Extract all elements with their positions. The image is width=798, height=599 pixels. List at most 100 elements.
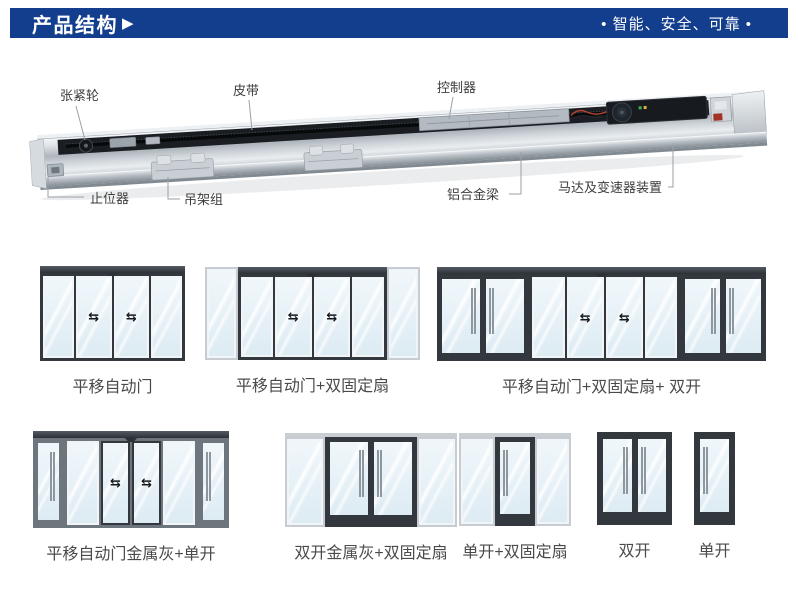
fixed-panel bbox=[461, 439, 493, 524]
wiring-dark bbox=[572, 114, 603, 119]
door-top-rail bbox=[437, 267, 766, 274]
door-handle bbox=[703, 447, 705, 494]
door-diagram-double-swing: 双开 bbox=[597, 432, 672, 560]
door-section bbox=[324, 437, 418, 527]
door-top-rail bbox=[40, 266, 185, 273]
swing-leaf bbox=[601, 437, 634, 517]
door-panel-row bbox=[494, 437, 536, 526]
door-body: ⇆⇆ bbox=[205, 267, 420, 360]
door-graphic: ⇆⇆ bbox=[205, 267, 420, 360]
fixed-panel bbox=[163, 441, 195, 525]
door-section bbox=[33, 438, 65, 528]
slide-direction-icon: ⇆ bbox=[618, 310, 630, 326]
door-diagram-label: 双开 bbox=[618, 543, 651, 560]
glass-pane bbox=[45, 278, 72, 356]
title-arrow-icon: ▶ bbox=[122, 14, 134, 32]
fixed-panel bbox=[388, 269, 418, 358]
header-tagline: • 智能、安全、可靠 • bbox=[601, 15, 752, 33]
door-diagram-sliding-gray-single-swing: ⇆⇆ 平移自动门金属灰+单开 bbox=[33, 431, 229, 563]
wiring bbox=[570, 109, 609, 116]
swing-leaf bbox=[724, 277, 764, 358]
door-section bbox=[459, 437, 495, 526]
glass-pane bbox=[354, 279, 382, 355]
door-handle bbox=[502, 450, 505, 497]
door-diagram-double-swing-gray-fixed: 双开金属灰+双固定扇 bbox=[285, 433, 458, 562]
door-panel-row bbox=[679, 274, 766, 361]
motor-led-green bbox=[638, 106, 642, 110]
door-diagram-label: 单开 bbox=[698, 543, 731, 560]
sliding-leaf: ⇆ bbox=[605, 277, 643, 358]
door-diagram-label: 双开金属灰+双固定扇 bbox=[294, 545, 448, 562]
leader-lines bbox=[47, 96, 674, 200]
stopper-inner bbox=[51, 166, 60, 174]
door-diagram-label: 平移自动门+双固定扇 bbox=[235, 378, 390, 395]
fixed-panel bbox=[537, 439, 570, 524]
fixed-panel bbox=[207, 269, 237, 358]
door-diagram-label: 单开+双固定扇 bbox=[462, 544, 568, 561]
belt-clamp bbox=[109, 136, 137, 148]
door-diagram-label: 平移自动门+双固定扇+ 双开 bbox=[501, 379, 702, 396]
left-end-cap bbox=[29, 138, 47, 189]
door-panel-row bbox=[417, 437, 458, 527]
fixed-panel bbox=[151, 276, 182, 358]
fixed-panel bbox=[43, 276, 74, 358]
door-body bbox=[285, 437, 458, 527]
fixed-panel bbox=[67, 441, 99, 525]
door-handle bbox=[205, 451, 208, 501]
door-panel-row bbox=[597, 432, 672, 525]
door-panel-row bbox=[197, 438, 229, 528]
slide-direction-icon: ⇆ bbox=[125, 310, 137, 326]
fixed-panel bbox=[419, 439, 456, 525]
controller-line bbox=[427, 115, 560, 125]
door-diagram-sliding-fixed: ⇆⇆ 平移自动门+双固定扇 bbox=[205, 267, 420, 395]
glass-pane bbox=[243, 279, 271, 355]
motor-unit bbox=[605, 95, 708, 125]
glass-pane bbox=[726, 279, 762, 353]
glass-pane bbox=[568, 279, 602, 356]
door-diagram-single-swing-fixed: 单开+双固定扇 bbox=[459, 433, 572, 561]
glass-pane bbox=[134, 443, 160, 523]
door-section bbox=[437, 274, 530, 361]
door-section: ⇆⇆ bbox=[238, 267, 387, 360]
door-graphic bbox=[285, 433, 458, 527]
door-body bbox=[597, 432, 672, 525]
door-body: ⇆⇆ bbox=[40, 273, 185, 361]
sliding-leaf: ⇆ bbox=[100, 441, 130, 525]
sliding-leaf: ⇆ bbox=[313, 277, 351, 357]
sliding-leaf: ⇆ bbox=[274, 277, 312, 357]
door-top-strip bbox=[459, 433, 571, 437]
hanger-assembly bbox=[150, 152, 215, 181]
swing-leaf bbox=[36, 441, 62, 525]
label-belt: 皮带 bbox=[233, 83, 259, 98]
slide-direction-icon: ⇆ bbox=[326, 310, 338, 326]
fixed-panel bbox=[352, 277, 384, 357]
glass-pane bbox=[442, 279, 481, 353]
door-handle bbox=[489, 287, 492, 335]
glass-pane bbox=[276, 279, 310, 355]
glass-pane bbox=[539, 441, 568, 522]
label-motor: 马达及变速器装置 bbox=[558, 180, 662, 195]
door-panel-row: ⇆⇆ bbox=[64, 438, 198, 528]
glass-pane bbox=[329, 442, 369, 515]
door-section bbox=[197, 438, 229, 528]
glass-pane bbox=[607, 279, 641, 356]
door-section bbox=[205, 267, 239, 360]
hanger-assembly bbox=[303, 143, 364, 172]
door-diagram-sliding-fixed-double-swing: ⇆⇆ 平移自动门+双固定扇+ 双开 bbox=[437, 267, 766, 396]
glass-pane bbox=[102, 443, 128, 523]
glass-pane bbox=[38, 443, 60, 520]
door-panel-row bbox=[324, 437, 418, 527]
door-graphic: ⇆⇆ bbox=[437, 267, 766, 361]
page-title: 产品结构 ▶ bbox=[32, 9, 134, 38]
door-handle bbox=[729, 287, 731, 335]
label-controller: 控制器 bbox=[437, 80, 476, 95]
door-body bbox=[694, 432, 735, 525]
sliding-leaf: ⇆ bbox=[566, 277, 604, 358]
door-section: ⇆⇆ bbox=[529, 274, 680, 361]
glass-pane bbox=[202, 443, 224, 520]
motor-led-yellow bbox=[643, 105, 647, 110]
end-bracket-plate bbox=[714, 101, 727, 110]
door-diagram-label: 平移自动门 bbox=[72, 379, 153, 396]
door-section bbox=[386, 267, 420, 360]
